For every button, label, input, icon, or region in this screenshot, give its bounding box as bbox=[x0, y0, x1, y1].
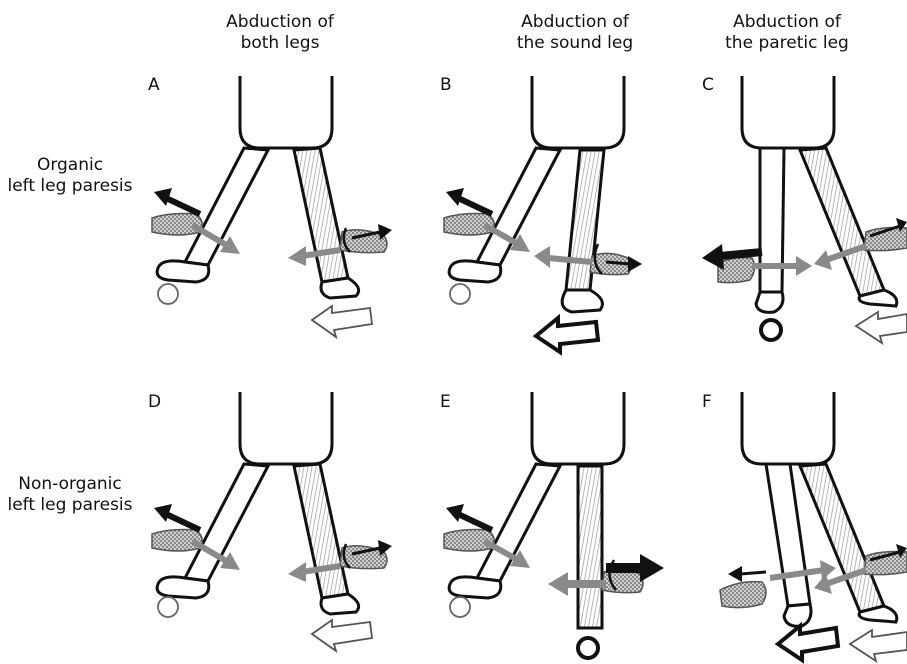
panel-a-illustration bbox=[152, 76, 392, 337]
response-circle-small bbox=[158, 597, 178, 617]
left-foot bbox=[449, 577, 501, 598]
left-foot bbox=[784, 604, 811, 626]
response-circle-bold bbox=[578, 638, 598, 658]
left-foot bbox=[756, 292, 783, 312]
torso bbox=[240, 392, 332, 464]
left-foot bbox=[449, 261, 501, 282]
arrow-black-out-left bbox=[154, 188, 200, 214]
hollow-arrow-right-leg bbox=[850, 630, 907, 661]
left-foot bbox=[157, 577, 209, 598]
torso bbox=[742, 392, 834, 464]
hollow-arrow-right-leg bbox=[312, 620, 372, 651]
torso bbox=[532, 76, 624, 148]
hollow-arrow-right-leg bbox=[312, 306, 372, 337]
hollow-arrow-right-leg bbox=[856, 312, 907, 343]
left-foot bbox=[157, 261, 209, 282]
torso bbox=[240, 76, 332, 148]
arrow-black-out-left bbox=[446, 504, 492, 530]
examiner-hand-left bbox=[720, 582, 766, 608]
response-circle-bold bbox=[761, 320, 781, 340]
right-foot bbox=[321, 594, 359, 614]
panel-b-illustration bbox=[444, 76, 642, 352]
response-circle-small bbox=[450, 597, 470, 617]
panel-e-illustration bbox=[444, 392, 664, 658]
bold-arrow-right-leg bbox=[536, 318, 598, 352]
panel-c-illustration bbox=[702, 76, 907, 343]
right-foot bbox=[562, 290, 602, 312]
arrow-black-out-left bbox=[446, 188, 492, 214]
examiner-hand-left bbox=[718, 258, 755, 283]
arrow-black-out-left bbox=[154, 504, 200, 530]
panel-f-illustration bbox=[720, 392, 907, 661]
response-circle-small bbox=[158, 284, 178, 304]
right-leg-paretic bbox=[800, 464, 884, 612]
left-leg bbox=[766, 464, 810, 606]
right-leg-paretic bbox=[800, 148, 884, 296]
right-foot bbox=[321, 278, 359, 298]
response-circle-small bbox=[450, 284, 470, 304]
right-leg-paretic bbox=[578, 466, 602, 628]
torso bbox=[742, 76, 834, 148]
bold-arrow-left-leg bbox=[778, 626, 838, 660]
arrow-black-out-left bbox=[728, 566, 766, 582]
torso bbox=[532, 392, 624, 464]
panel-d-illustration bbox=[152, 392, 392, 651]
left-leg bbox=[760, 148, 784, 292]
